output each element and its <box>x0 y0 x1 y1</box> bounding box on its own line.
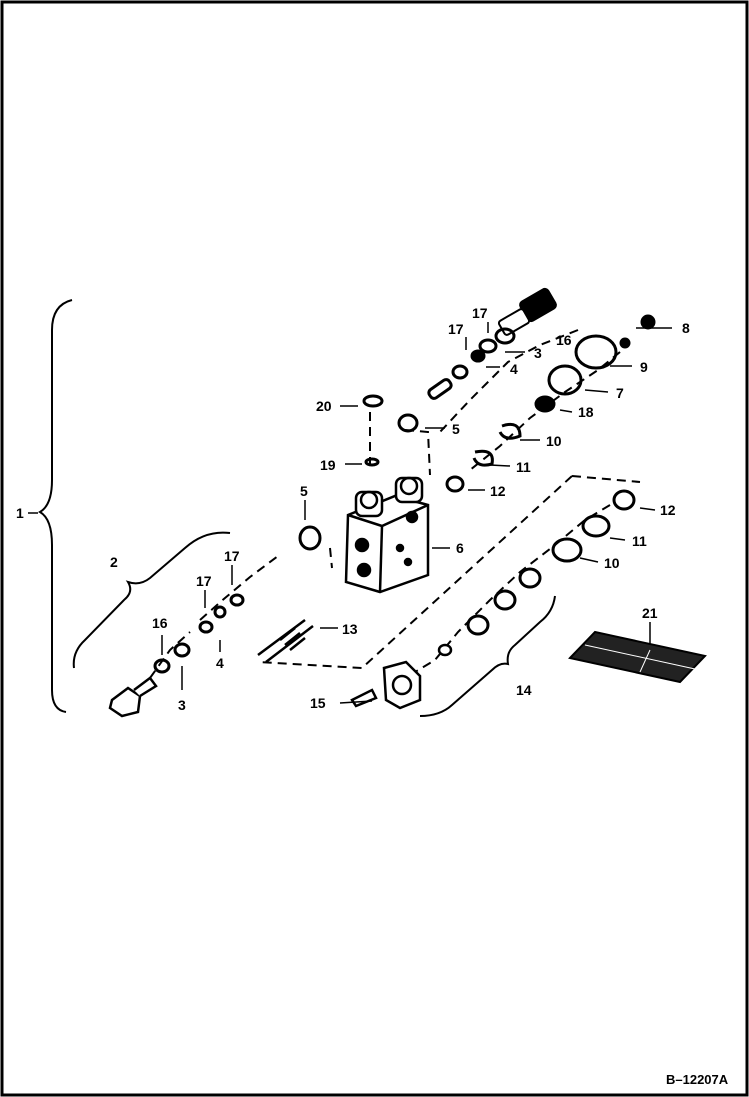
callout-11-top: 11 <box>516 459 531 475</box>
cap-8 <box>640 314 656 330</box>
callout-3-left: 3 <box>178 697 186 713</box>
callout-1: 1 <box>16 505 24 521</box>
ring-4-top <box>451 364 469 380</box>
callout-2: 2 <box>110 554 118 570</box>
callout-6: 6 <box>456 540 464 556</box>
ring-9-small <box>619 337 631 349</box>
callout-4-top: 4 <box>510 361 518 377</box>
callout-5-top: 5 <box>452 421 460 437</box>
callout-9: 9 <box>640 359 648 375</box>
callout-12-top: 12 <box>490 483 506 499</box>
callout-3-top: 3 <box>534 345 542 361</box>
ring-12-right <box>612 489 636 511</box>
plate-9 <box>574 334 618 370</box>
ring-17-mid <box>470 349 486 363</box>
callout-4-left: 4 <box>216 655 224 671</box>
ring-12-top <box>445 475 465 493</box>
plug-16 <box>108 676 158 718</box>
spool-13 <box>257 618 314 663</box>
decal-21 <box>568 630 707 684</box>
callout-labels: 1 2 3 3 4 4 5 5 6 7 8 9 10 10 11 11 12 1… <box>16 305 690 713</box>
ring-17-left-a <box>198 620 214 634</box>
ring-3-top <box>478 338 498 354</box>
callout-16-top: 16 <box>556 332 572 348</box>
callout-17-top: 17 <box>472 305 488 321</box>
seal-10-top <box>498 422 522 440</box>
callout-11-right: 11 <box>632 533 647 549</box>
valve-body <box>344 476 430 594</box>
end-cover-14 <box>350 643 453 710</box>
callout-17-left-a: 17 <box>224 548 240 564</box>
callout-16-left: 16 <box>152 615 168 631</box>
callout-7: 7 <box>616 385 624 401</box>
ring-5-top <box>397 413 419 433</box>
cap-20 <box>362 394 384 408</box>
callout-21: 21 <box>642 605 658 621</box>
seal-10-right <box>551 537 583 563</box>
callout-8: 8 <box>682 320 690 336</box>
callout-19: 19 <box>320 457 336 473</box>
callout-18: 18 <box>578 404 594 420</box>
callout-12-right: 12 <box>660 502 676 518</box>
plate-7 <box>547 364 583 396</box>
screw-15 <box>350 688 378 708</box>
callout-20: 20 <box>316 398 332 414</box>
ring-19 <box>364 457 380 467</box>
callout-14: 14 <box>516 682 532 698</box>
ring-5-left <box>298 525 322 551</box>
callout-15: 15 <box>310 695 326 711</box>
callout-17-left-b: 17 <box>196 573 212 589</box>
stem-part <box>427 378 453 400</box>
brace-assembly-14 <box>419 595 556 717</box>
ring-4-left <box>213 605 227 619</box>
ring-16-left <box>153 658 171 674</box>
ring-17-left-b <box>229 593 245 607</box>
callout-10-right: 10 <box>604 555 620 571</box>
callout-10-top: 10 <box>546 433 562 449</box>
ring-3-left <box>173 642 191 658</box>
brace-assembly-2 <box>72 531 231 669</box>
brace-assembly-1 <box>38 299 73 713</box>
spring-part-b <box>493 589 517 611</box>
callout-5-left: 5 <box>300 483 308 499</box>
seal-11-top <box>472 449 494 467</box>
spring-part-c <box>466 614 490 636</box>
callout-17-mid: 17 <box>448 321 464 337</box>
ring-parts <box>153 314 656 674</box>
spring-part-a <box>518 567 542 589</box>
ring-17-top <box>494 327 516 345</box>
ring-18 <box>534 395 556 413</box>
callout-13: 13 <box>342 621 358 637</box>
seal-11-right <box>581 514 611 538</box>
figure-id: B–12207A <box>666 1072 729 1087</box>
leader-lines <box>161 322 672 704</box>
